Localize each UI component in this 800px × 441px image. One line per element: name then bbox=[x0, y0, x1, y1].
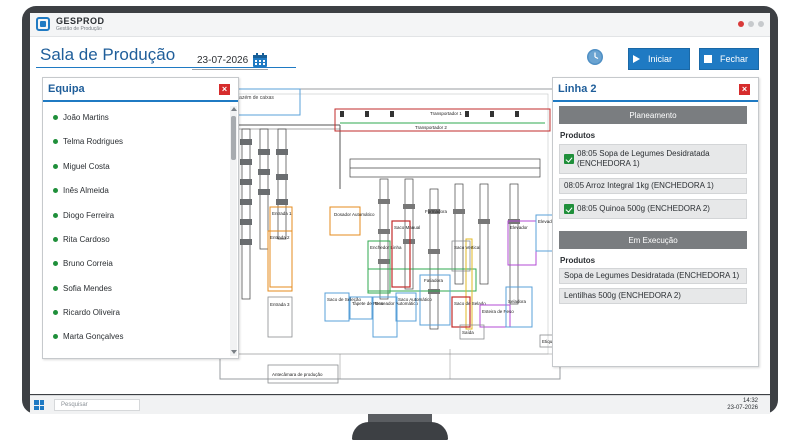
list-item[interactable]: João Martins bbox=[53, 110, 109, 124]
label-enchedor: Enchedor Linha bbox=[370, 245, 402, 250]
online-status-icon bbox=[53, 138, 58, 144]
label-saco-selecao: Saco de Seleção bbox=[327, 297, 362, 302]
date-field[interactable]: 23-07-2026 bbox=[197, 55, 249, 66]
label-tapete: Tapete de Peso bbox=[352, 301, 384, 306]
line-panel-header: Linha 2 × bbox=[553, 78, 758, 102]
label-seladora: Seladora bbox=[508, 299, 527, 304]
start-button-label: Iniciar bbox=[648, 54, 673, 64]
team-scrollbar[interactable] bbox=[230, 106, 237, 356]
line-panel-title: Linha 2 bbox=[558, 83, 597, 95]
label-saco-selado: Saco de Selado bbox=[454, 301, 486, 306]
planned-product-item[interactable]: 08:05 Arroz Integral 1kg (ENCHEDORA 1) bbox=[559, 178, 747, 194]
running-product-item[interactable]: Sopa de Legumes Desidratada (ENCHEDORA 1… bbox=[559, 268, 747, 284]
online-status-icon bbox=[53, 236, 58, 242]
list-item[interactable]: Ricardo Oliveira bbox=[53, 305, 120, 319]
label-entrada-1: Entrada 1 bbox=[272, 211, 292, 216]
scroll-thumb[interactable] bbox=[231, 116, 236, 160]
online-status-icon bbox=[53, 114, 58, 120]
team-list: João Martins Telma Rodrigues Miguel Cost… bbox=[43, 106, 229, 354]
label-transporter-2: Transportador 2 bbox=[415, 125, 447, 130]
app-header: GESPROD Gestão de Produção bbox=[30, 13, 770, 37]
floor-plan[interactable]: Armazém de caixas Transportador 1 Tra bbox=[190, 79, 590, 387]
planning-products-label: Produtos bbox=[560, 131, 596, 140]
label-dosador: Dosador Automático bbox=[334, 212, 375, 217]
list-item[interactable]: Diogo Ferreira bbox=[53, 208, 114, 222]
team-panel-title: Equipa bbox=[48, 83, 85, 95]
app-logo-icon bbox=[36, 17, 50, 31]
label-entrada-3: Entrada 3 bbox=[270, 302, 290, 307]
team-panel-header: Equipa × bbox=[43, 78, 238, 102]
team-panel-close-icon[interactable]: × bbox=[219, 84, 230, 95]
app-subtitle: Gestão de Produção bbox=[56, 26, 102, 32]
list-item[interactable]: Rita Cardoso bbox=[53, 232, 110, 246]
online-status-icon bbox=[53, 285, 58, 291]
label-saco-manual: Saco Manual bbox=[394, 225, 420, 230]
running-section-header[interactable]: Em Execução bbox=[559, 231, 747, 249]
start-menu-icon[interactable] bbox=[34, 400, 44, 410]
date-underline bbox=[192, 69, 268, 70]
taskbar-date: 23-07-2026 bbox=[727, 405, 758, 411]
taskbar-search-input[interactable]: Pesquisar bbox=[54, 399, 140, 411]
scheduled-icon bbox=[564, 204, 574, 214]
line-panel: Linha 2 × Planeamento Produtos 08:05 Sop… bbox=[552, 77, 759, 367]
line-panel-close-icon[interactable]: × bbox=[739, 84, 750, 95]
label-saco-vertical: Saco Vertical bbox=[454, 245, 480, 250]
team-panel: Equipa × João Martins Telma Rodrigues Mi… bbox=[42, 77, 239, 359]
online-status-icon bbox=[53, 212, 58, 218]
label-saida: Saída bbox=[462, 330, 474, 335]
taskbar-time: 14:32 bbox=[742, 398, 758, 404]
close-button-label: Fechar bbox=[720, 54, 749, 64]
list-item[interactable]: Bruno Correia bbox=[53, 256, 113, 270]
label-entrada-2: Entrada 2 bbox=[270, 235, 290, 240]
planned-product-item[interactable]: 08:05 Quinoa 500g (ENCHEDORA 2) bbox=[559, 199, 747, 219]
label-saco-auto: Saco Automático bbox=[398, 297, 432, 302]
label-elevador-1: Elevador bbox=[510, 225, 528, 230]
running-products-label: Produtos bbox=[560, 256, 596, 265]
online-status-icon bbox=[53, 187, 58, 193]
clock-icon[interactable] bbox=[586, 48, 604, 66]
scroll-up-icon[interactable] bbox=[231, 107, 237, 111]
planned-product-item[interactable]: 08:05 Sopa de Legumes Desidratada (ENCHE… bbox=[559, 144, 747, 174]
planning-section-header[interactable]: Planeamento bbox=[559, 106, 747, 124]
list-item[interactable]: Miguel Costa bbox=[53, 159, 110, 173]
running-product-item[interactable]: Lentilhas 500g (ENCHEDORA 2) bbox=[559, 288, 747, 304]
stop-icon bbox=[704, 55, 712, 63]
close-button[interactable]: Fechar bbox=[699, 48, 759, 70]
label-fatiadora: Fatiadora bbox=[424, 278, 444, 283]
window-controls bbox=[738, 21, 764, 27]
monitor-stand-neck bbox=[368, 414, 432, 424]
label-esteira: Esteira de Peso bbox=[482, 309, 514, 314]
list-item[interactable]: Telma Rodrigues bbox=[53, 134, 123, 148]
app-name: GESPROD bbox=[56, 16, 105, 26]
screen: GESPROD Gestão de Produção Sala de Produ… bbox=[30, 13, 770, 394]
window-minimize-icon[interactable] bbox=[748, 21, 754, 27]
play-icon bbox=[633, 55, 640, 63]
label-transporter-1: Transportador 1 bbox=[430, 111, 462, 116]
start-button[interactable]: Iniciar bbox=[628, 48, 690, 70]
online-status-icon bbox=[53, 163, 58, 169]
scheduled-icon bbox=[564, 154, 574, 164]
online-status-icon bbox=[53, 309, 58, 315]
window-close-icon[interactable] bbox=[738, 21, 744, 27]
online-status-icon bbox=[53, 260, 58, 266]
page-title: Sala de Produção bbox=[40, 45, 176, 64]
label-antecamara: Antecâmara de produção bbox=[272, 372, 323, 377]
list-item[interactable]: Marta Gonçalves bbox=[53, 329, 123, 343]
label-doseador-auto: Doseador Automático bbox=[375, 301, 419, 306]
label-elevador-2: Elevador bbox=[538, 219, 556, 224]
window-maximize-icon[interactable] bbox=[758, 21, 764, 27]
label-formadora: Formadora bbox=[425, 209, 448, 214]
list-item[interactable]: Inês Almeida bbox=[53, 183, 109, 197]
calendar-icon[interactable] bbox=[252, 52, 268, 68]
taskbar: Pesquisar 14:32 23-07-2026 bbox=[30, 395, 770, 414]
label-caixas: Armazém de caixas bbox=[230, 95, 274, 101]
taskbar-clock: 14:32 23-07-2026 bbox=[727, 398, 758, 412]
list-item[interactable]: Sofia Mendes bbox=[53, 281, 112, 295]
online-status-icon bbox=[53, 333, 58, 339]
scroll-down-icon[interactable] bbox=[231, 350, 237, 354]
title-underline bbox=[36, 67, 296, 68]
monitor-stand-base bbox=[352, 422, 448, 440]
